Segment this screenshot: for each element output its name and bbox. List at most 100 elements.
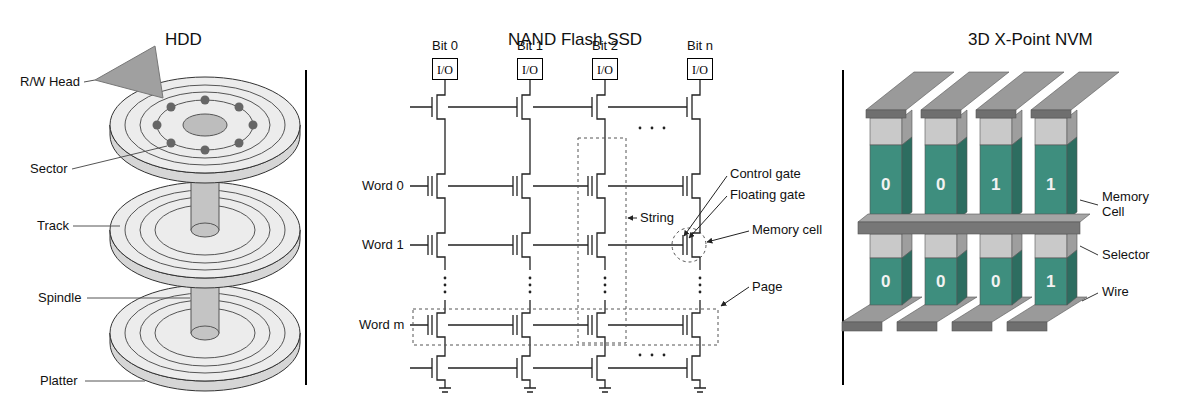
- part-label: Sector: [30, 162, 68, 177]
- top-wires: [866, 72, 1119, 118]
- memory-cell: [1035, 145, 1067, 220]
- selector: [980, 234, 1012, 258]
- word-label: Word 1: [362, 238, 404, 253]
- io-box: I/O: [432, 58, 458, 80]
- bit-label: Bit 1: [517, 39, 543, 54]
- leader-arrow: [689, 196, 727, 238]
- memory-cell-side: [902, 137, 912, 220]
- word-line: [410, 244, 683, 245]
- selector: [925, 118, 957, 145]
- leader-line: [1080, 200, 1098, 205]
- hdd-leaders: [72, 80, 190, 381]
- selector: [870, 118, 902, 145]
- dot: [444, 277, 447, 280]
- part-label: Page: [752, 280, 782, 295]
- leader-line: [1080, 246, 1098, 255]
- memory-cell: [925, 258, 957, 305]
- spindle: [191, 223, 219, 237]
- bit-value: 1: [1046, 272, 1055, 292]
- memory-cell-side: [957, 137, 967, 220]
- memory-cell-side: [1012, 137, 1022, 220]
- wire: [897, 322, 937, 331]
- leader-line: [73, 226, 120, 227]
- io-label: I/O: [522, 63, 538, 77]
- sector-dot: [201, 96, 210, 105]
- part-label: Memory cell: [752, 223, 822, 238]
- leader-line: [1082, 293, 1098, 301]
- pillars: [870, 110, 1077, 305]
- leader-line: [84, 80, 95, 82]
- dot: [699, 291, 702, 294]
- word-label: Word 0: [362, 179, 404, 194]
- io-box: I/O: [517, 58, 543, 80]
- part-label: Memory Cell: [1102, 190, 1164, 220]
- selector: [1035, 234, 1067, 258]
- bit-value: 0: [936, 272, 945, 292]
- wire: [976, 110, 1016, 118]
- selector: [870, 234, 902, 258]
- memory-cell: [870, 258, 902, 305]
- sector-dot: [167, 139, 176, 148]
- memory-cell-side: [1067, 250, 1077, 305]
- part-label: String: [640, 211, 674, 226]
- spindle-hub: [183, 114, 227, 136]
- dot: [444, 284, 447, 287]
- part-label: Spindle: [38, 291, 81, 306]
- bit-value: 1: [991, 175, 1000, 195]
- bit-label: Bit 2: [592, 39, 618, 54]
- transistor-gates: [588, 97, 592, 378]
- leader-arrow: [707, 231, 749, 242]
- spindle: [191, 326, 219, 340]
- panel-heading: HDD: [165, 30, 202, 50]
- sector-dot: [235, 103, 244, 112]
- leader-line: [72, 146, 167, 169]
- wire: [866, 110, 906, 118]
- bit-value: 0: [881, 175, 890, 195]
- memory-cell-side: [957, 250, 967, 305]
- leader-line: [85, 381, 145, 382]
- part-label: Track: [37, 219, 69, 234]
- ellipsis-dots: [444, 127, 702, 357]
- memory-cell: [1035, 258, 1067, 305]
- io-box: I/O: [592, 58, 618, 80]
- dot: [651, 354, 654, 357]
- dot: [604, 291, 607, 294]
- wire: [858, 214, 1090, 222]
- bit-label: Bit 0: [432, 39, 458, 54]
- selector: [925, 234, 957, 258]
- dot: [444, 291, 447, 294]
- dot: [604, 277, 607, 280]
- io-label: I/O: [692, 63, 708, 77]
- leader-arrow: [721, 287, 749, 306]
- track: [125, 85, 285, 165]
- bit-value: 0: [991, 272, 1000, 292]
- dot: [529, 277, 532, 280]
- sector-dot: [201, 146, 210, 155]
- selector: [980, 118, 1012, 145]
- wire: [1007, 322, 1047, 331]
- io-label: I/O: [597, 63, 613, 77]
- dot: [663, 354, 666, 357]
- memory-cell: [980, 145, 1012, 220]
- sector-dot: [153, 121, 162, 130]
- sector-dot: [167, 103, 176, 112]
- memory-cell-side: [902, 250, 912, 305]
- word-line: [410, 185, 683, 186]
- rw-head: [95, 46, 163, 98]
- dot: [663, 127, 666, 130]
- part-label: Floating gate: [730, 188, 805, 203]
- word-line: [410, 324, 683, 325]
- panel-separator: [305, 70, 307, 385]
- panel-heading: 3D X-Point NVM: [968, 30, 1093, 50]
- dot: [604, 284, 607, 287]
- bit-value: 1: [1046, 175, 1055, 195]
- dot: [699, 277, 702, 280]
- part-label: Selector: [1102, 248, 1150, 263]
- sector-dot: [249, 121, 258, 130]
- xpoint-leaders: [1080, 200, 1098, 301]
- dot: [529, 284, 532, 287]
- bit-value: 0: [881, 272, 890, 292]
- memory-cell: [980, 258, 1012, 305]
